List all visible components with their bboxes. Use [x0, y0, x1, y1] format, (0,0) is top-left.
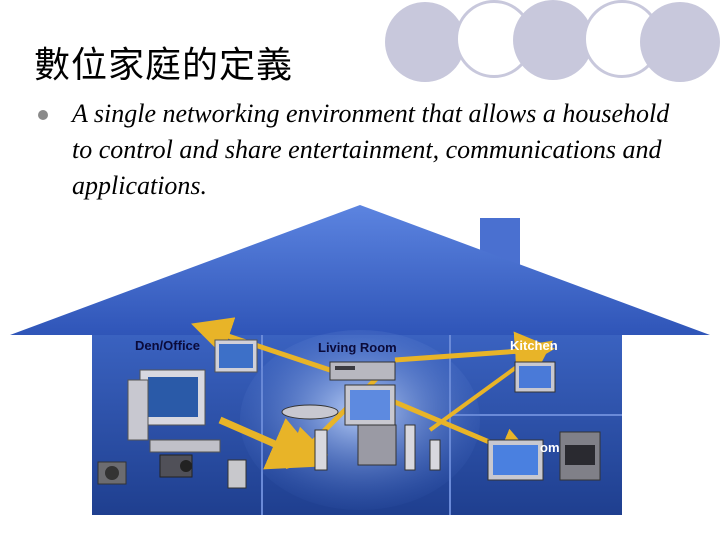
speaker-icon	[314, 424, 441, 471]
remote-control-icon	[281, 404, 339, 420]
stereo-receiver-icon	[329, 361, 396, 381]
decorative-circle	[385, 2, 465, 82]
decorative-circle	[640, 2, 720, 82]
room-label-living-room: Living Room	[318, 340, 397, 355]
television-icon	[344, 384, 396, 426]
slide-title: 數位家庭的定義	[34, 45, 294, 86]
kitchen-tv-icon	[514, 361, 556, 393]
monitor-icon	[214, 339, 258, 373]
bullet-text: A single networking environment that all…	[72, 99, 670, 200]
pda-icon	[227, 459, 247, 489]
camcorder-icon	[159, 454, 193, 478]
bullet-icon	[38, 110, 48, 120]
decorative-circle	[513, 0, 593, 80]
desktop-computer-icon	[127, 369, 221, 453]
entertainment-cabinet-icon	[357, 424, 397, 466]
arrow	[191, 317, 346, 378]
camera-icon	[97, 461, 127, 485]
room-label-den-office: Den/Office	[135, 338, 201, 353]
room-label-kitchen: Kitchen	[510, 338, 558, 353]
room-label-bedroom: om	[540, 440, 560, 455]
set-top-box-icon	[559, 431, 601, 481]
bedroom-tv-icon	[487, 439, 544, 481]
arrow	[218, 416, 326, 470]
roof	[10, 205, 710, 335]
arrow	[394, 331, 555, 372]
